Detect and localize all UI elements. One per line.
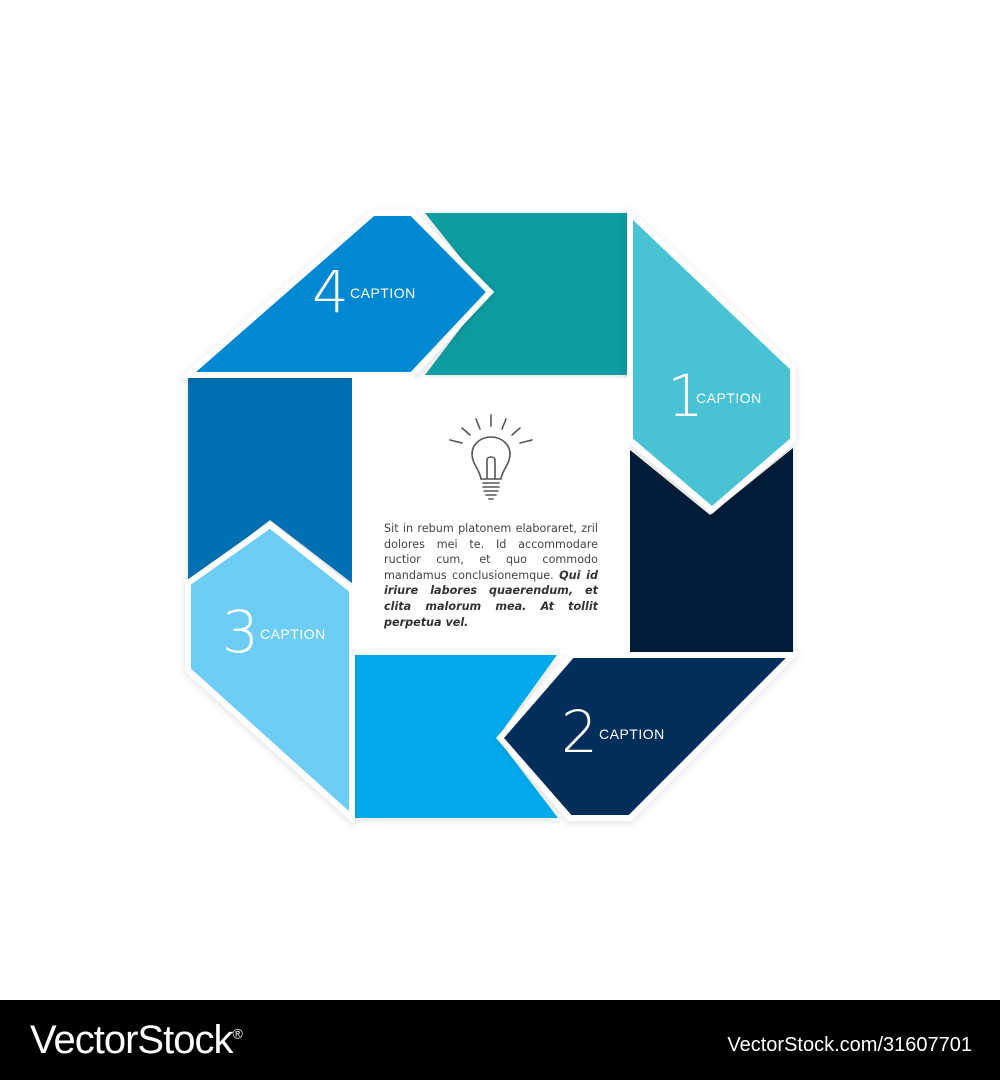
footer-bar [0,1000,1000,1080]
step-3-arrow [185,521,355,825]
lightbulb-icon [449,414,533,500]
center-text-plain: Sit in rebum platonem elaboraret, zril d… [384,522,598,582]
step-1-number: 1 [667,362,704,430]
step-2-number: 2 [561,698,598,766]
image-id: VectorStock.com/31607701 [727,1034,972,1056]
step-1-caption: CAPTION [696,390,762,406]
step-2-arrow [496,652,801,821]
brand-logo: VectorStock® [30,1018,243,1063]
step-1-arrow [627,206,796,514]
center-description: Sit in rebum platonem elaboraret, zril d… [384,521,598,630]
step-3-number: 3 [222,598,259,666]
step-3-caption: CAPTION [260,626,326,642]
step-2-caption: CAPTION [599,726,665,742]
center-text-emphasis: Qui id iriure labores quaerendum, et cli… [384,568,598,629]
brand-name: VectorStock [30,1018,233,1062]
connector-right [630,448,793,655]
step-4-caption: CAPTION [350,285,416,301]
octagon-cycle-diagram [180,206,801,825]
connector-bottom [352,655,558,818]
connector-top [425,213,630,375]
registered-mark: ® [232,1025,242,1042]
step-4-number: 4 [312,258,349,326]
connector-left [188,375,352,583]
step-4-arrow [180,210,495,378]
